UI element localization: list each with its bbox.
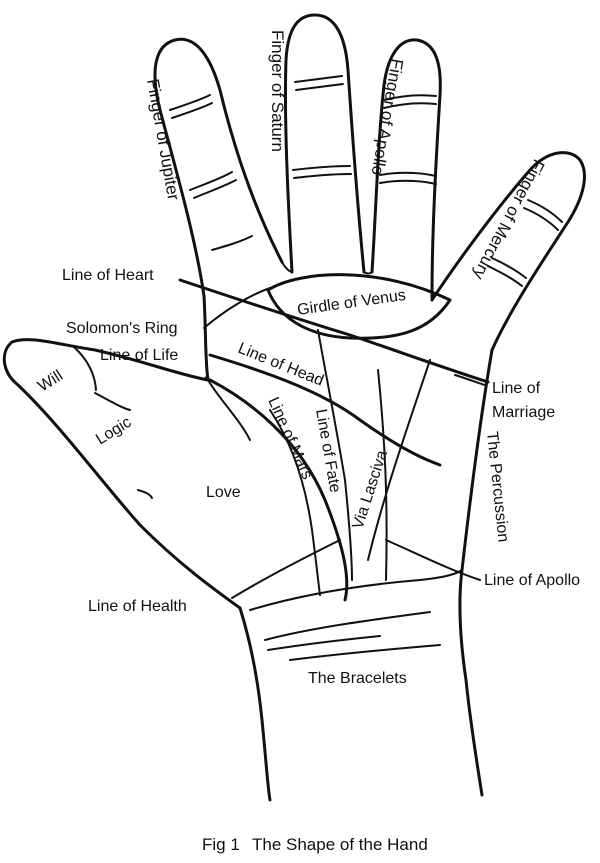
bracelet-2	[264, 611, 431, 641]
line-of-health	[231, 539, 341, 599]
line-of-marriage	[454, 374, 486, 386]
labels: Finger of Jupiter Finger of Saturn Finge…	[35, 30, 580, 687]
label-line-of-head: Line of Head	[236, 340, 326, 390]
label-line-of-marriage-1: Line of	[492, 380, 541, 397]
label-girdle-of-venus: Girdle of Venus	[296, 287, 407, 319]
caption-title: The Shape of the Hand	[252, 835, 428, 854]
label-line-of-health: Line of Health	[88, 598, 187, 615]
girdle-of-venus-line	[266, 273, 452, 340]
hand-outline	[2, 13, 586, 802]
label-finger-mercury: Finger of Mercury	[469, 156, 549, 283]
line-of-mars	[269, 409, 321, 596]
line-of-head	[208, 353, 442, 467]
label-finger-jupiter: Finger of Jupiter	[143, 77, 183, 202]
figure-caption: Fig 1 The Shape of the Hand	[202, 835, 428, 854]
line-of-fate	[317, 329, 353, 581]
label-line-of-marriage-2: Marriage	[492, 404, 555, 421]
bracelet-3	[289, 644, 441, 661]
label-the-bracelets: The Bracelets	[308, 670, 407, 687]
label-line-of-mars: Line of Mars	[264, 395, 315, 482]
label-finger-apollo: Finger of Apollo	[368, 57, 407, 177]
bracelet-1	[249, 569, 463, 611]
label-finger-saturn: Finger of Saturn	[268, 30, 287, 152]
line-of-heart	[178, 278, 490, 384]
label-love: Love	[206, 484, 241, 501]
label-solomons-ring: Solomon's Ring	[66, 320, 178, 337]
label-the-percussion: The Percussion	[483, 431, 512, 543]
solomons-ring-line	[203, 287, 271, 329]
finger-creases	[169, 75, 563, 287]
line-of-life	[204, 376, 349, 602]
via-lasciva	[367, 359, 431, 561]
label-line-of-life: Line of Life	[100, 347, 178, 364]
line-of-apollo-line	[377, 369, 388, 581]
label-via-lasciva: Via Lasciva	[350, 448, 391, 531]
palm-lines	[178, 273, 490, 661]
label-line-of-apollo: Line of Apollo	[484, 572, 580, 589]
label-line-of-heart: Line of Heart	[62, 267, 154, 284]
label-logic: Logic	[93, 414, 134, 449]
caption-fig-number: Fig 1	[202, 835, 240, 854]
label-will: Will	[35, 367, 66, 395]
